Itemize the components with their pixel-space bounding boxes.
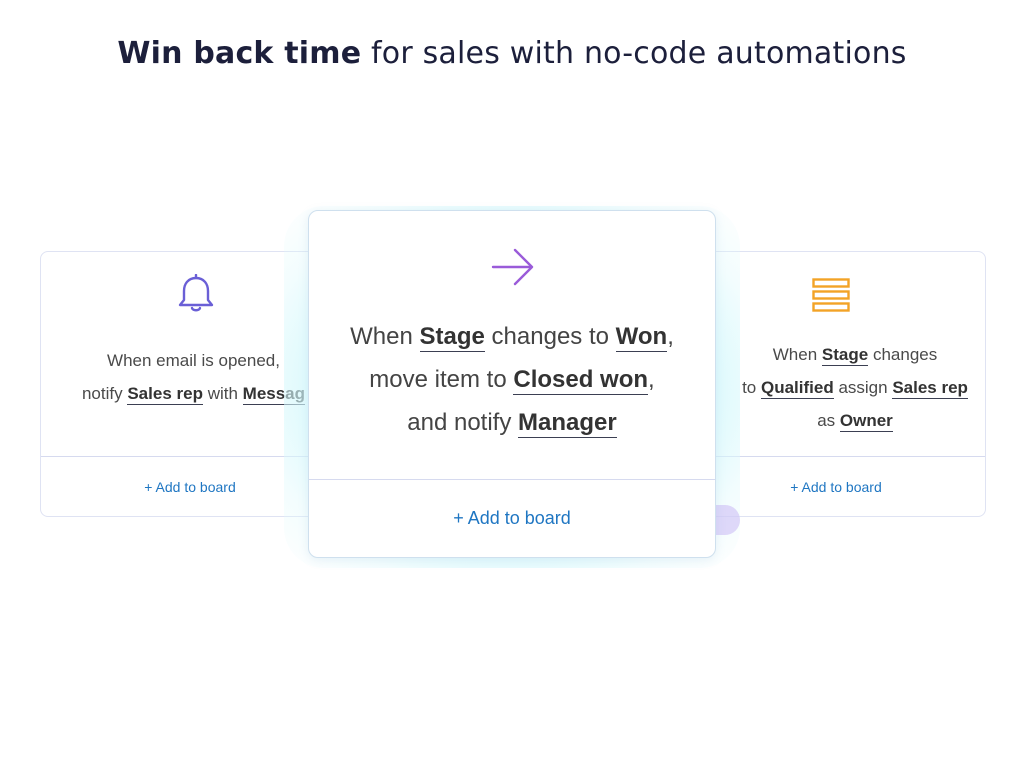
- keyword-stage[interactable]: Stage: [821, 345, 869, 366]
- card-right-text: When Stage changes to Qualified assign S…: [705, 338, 985, 437]
- keyword-sales-rep[interactable]: Sales rep: [127, 384, 203, 405]
- card-center-l3-pre: and notify: [407, 409, 512, 436]
- card-right-l1-pre: When: [772, 345, 818, 364]
- keyword-owner[interactable]: Owner: [839, 411, 893, 432]
- card-center-l2-pre: move item to: [369, 366, 507, 393]
- keyword-sales-rep[interactable]: Sales rep: [892, 378, 968, 399]
- card-right-line3: as Owner: [705, 404, 985, 437]
- card-right-l3-pre: as: [817, 411, 836, 430]
- arrow-right-icon: [491, 247, 535, 287]
- card-right-footer: + Add to board: [687, 456, 985, 516]
- card-right-l1-end: changes: [872, 345, 938, 364]
- card-center-line3: and notify Manager: [309, 401, 715, 444]
- card-center-l1-comma: ,: [667, 323, 674, 350]
- bell-icon: [177, 274, 215, 314]
- card-center-footer: + Add to board: [309, 479, 715, 557]
- card-right-l2-pre: to: [742, 378, 757, 397]
- stacked-bars-icon: [812, 278, 850, 312]
- page-headline: Win back time for sales with no-code aut…: [0, 36, 1024, 71]
- keyword-closed-won[interactable]: Closed won: [513, 366, 649, 395]
- card-center-line1: When Stage changes to Won,: [309, 315, 715, 358]
- headline-bold: Win back time: [117, 36, 362, 71]
- card-right-line2: to Qualified assign Sales rep: [705, 371, 985, 404]
- card-right-line1: When Stage changes: [705, 338, 985, 371]
- card-right-l2-mid: assign: [838, 378, 888, 397]
- keyword-stage[interactable]: Stage: [419, 323, 485, 352]
- add-to-board-button[interactable]: + Add to board: [790, 478, 882, 495]
- keyword-qualified[interactable]: Qualified: [760, 378, 834, 399]
- add-to-board-button[interactable]: + Add to board: [144, 478, 236, 495]
- card-center-l1-mid: changes to: [491, 323, 609, 350]
- keyword-won[interactable]: Won: [615, 323, 668, 352]
- headline-rest: for sales with no-code automations: [371, 36, 907, 71]
- card-center-line2: move item to Closed won,: [309, 358, 715, 401]
- add-to-board-button[interactable]: + Add to board: [453, 508, 571, 528]
- card-left-line2-pre: notify: [81, 384, 123, 403]
- card-left-line1: When email is opened,: [107, 351, 280, 370]
- card-center-l1-pre: When: [350, 323, 413, 350]
- card-center-l2-comma: ,: [648, 366, 655, 393]
- card-left-footer: + Add to board: [41, 456, 339, 516]
- automation-card-stage-won: When Stage changes to Won, move item to …: [308, 210, 716, 558]
- card-center-text: When Stage changes to Won, move item to …: [309, 315, 715, 444]
- keyword-manager[interactable]: Manager: [518, 409, 617, 438]
- card-left-line2-mid: with: [207, 384, 238, 403]
